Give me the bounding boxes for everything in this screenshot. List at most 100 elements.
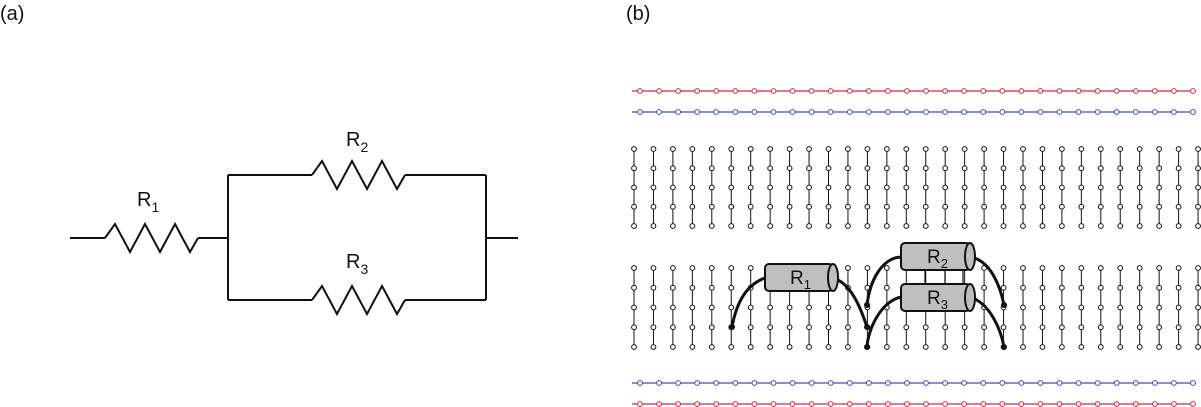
terminal-hole bbox=[708, 165, 715, 172]
terminal-column bbox=[650, 265, 657, 350]
terminal-hole bbox=[767, 165, 774, 172]
terminal-hole bbox=[922, 146, 929, 152]
terminal-hole bbox=[1059, 223, 1065, 229]
bb-label-r2-letter: R bbox=[927, 247, 941, 268]
terminal-hole bbox=[1117, 344, 1124, 350]
terminal-hole bbox=[922, 223, 929, 229]
terminal-hole bbox=[631, 184, 637, 191]
terminal-hole bbox=[942, 324, 949, 331]
terminal-hole bbox=[728, 223, 735, 229]
rail-hole bbox=[789, 401, 796, 407]
terminal-hole bbox=[942, 146, 949, 152]
schematic-resistor-r1 bbox=[104, 221, 199, 255]
terminal-column bbox=[631, 146, 637, 229]
rail-hole bbox=[1113, 88, 1120, 94]
terminal-hole bbox=[689, 344, 696, 350]
terminal-hole bbox=[650, 203, 657, 210]
terminal-hole bbox=[747, 324, 754, 331]
bb-label-r3: R3 bbox=[927, 288, 948, 312]
terminal-hole bbox=[786, 165, 793, 172]
terminal-hole bbox=[1078, 324, 1085, 331]
terminal-hole bbox=[767, 324, 774, 331]
terminal-hole bbox=[650, 165, 657, 172]
rail-hole bbox=[980, 88, 987, 94]
terminal-column bbox=[1020, 265, 1026, 350]
terminal-hole bbox=[1136, 165, 1143, 172]
terminal-hole bbox=[981, 203, 987, 210]
rail-hole bbox=[694, 401, 701, 407]
terminal-hole bbox=[806, 165, 812, 172]
terminal-hole bbox=[981, 184, 987, 191]
terminal-hole bbox=[1000, 184, 1007, 191]
terminal-hole bbox=[747, 223, 754, 229]
terminal-hole bbox=[922, 324, 929, 331]
rail-hole bbox=[770, 109, 777, 115]
rail-hole bbox=[1113, 109, 1120, 115]
terminal-column bbox=[1097, 265, 1104, 350]
rail-hole bbox=[980, 380, 987, 386]
rail-hole bbox=[789, 109, 796, 115]
terminal-hole bbox=[631, 223, 637, 229]
terminal-column bbox=[1097, 146, 1104, 229]
rail-hole bbox=[1018, 109, 1025, 115]
rail-hole bbox=[884, 88, 891, 94]
terminal-hole bbox=[1097, 203, 1104, 210]
rail-hole bbox=[732, 88, 739, 94]
lead-r2-left bbox=[865, 255, 903, 307]
terminal-hole bbox=[903, 223, 910, 229]
terminal-hole bbox=[631, 165, 637, 172]
terminal-hole bbox=[747, 146, 754, 152]
terminal-hole bbox=[747, 265, 754, 271]
rail-hole bbox=[980, 401, 987, 407]
terminal-hole bbox=[942, 344, 949, 350]
terminal-hole bbox=[708, 223, 715, 229]
lead-endpoints bbox=[729, 302, 1007, 350]
rail-hole bbox=[770, 401, 777, 407]
rail-hole bbox=[808, 401, 815, 407]
terminal-hole bbox=[689, 146, 696, 152]
rail-hole bbox=[923, 88, 929, 94]
terminal-hole bbox=[728, 165, 735, 172]
bb-label-r1-index: 1 bbox=[804, 277, 811, 292]
terminal-hole bbox=[1156, 146, 1163, 152]
bottom-negative-rail bbox=[632, 380, 1196, 386]
rail-hole bbox=[1113, 380, 1120, 386]
rail-hole bbox=[1132, 88, 1139, 94]
terminal-column bbox=[747, 265, 754, 350]
terminal-hole bbox=[1039, 344, 1046, 350]
lead-endpoint bbox=[1001, 344, 1007, 350]
terminal-hole bbox=[728, 203, 735, 210]
terminal-column bbox=[1039, 265, 1046, 350]
terminal-hole bbox=[728, 284, 735, 291]
rail-hole bbox=[656, 401, 662, 407]
rail-hole bbox=[1056, 401, 1063, 407]
terminal-hole bbox=[650, 344, 657, 350]
terminal-hole bbox=[864, 184, 871, 191]
rail-hole bbox=[1037, 109, 1044, 115]
terminal-hole bbox=[1078, 304, 1085, 311]
terminal-hole bbox=[1156, 324, 1163, 331]
terminal-hole bbox=[1175, 203, 1182, 210]
terminal-column bbox=[981, 146, 987, 229]
terminal-hole bbox=[845, 265, 851, 271]
terminal-hole bbox=[767, 146, 774, 152]
terminal-hole bbox=[806, 184, 812, 191]
rail-hole bbox=[1151, 380, 1158, 386]
terminal-hole bbox=[670, 165, 676, 172]
terminal-hole bbox=[806, 324, 812, 331]
terminal-hole bbox=[708, 344, 715, 350]
rail-hole bbox=[1094, 88, 1101, 94]
rail-hole bbox=[1037, 401, 1044, 407]
bb-label-r3-index: 3 bbox=[941, 297, 948, 312]
terminal-hole bbox=[1156, 265, 1163, 271]
terminal-hole bbox=[1059, 184, 1065, 191]
terminal-hole bbox=[961, 165, 968, 172]
terminal-hole bbox=[1117, 265, 1124, 271]
terminal-hole bbox=[1039, 184, 1046, 191]
rail-hole bbox=[923, 380, 929, 386]
terminal-hole bbox=[1000, 223, 1007, 229]
rail-hole bbox=[1075, 401, 1082, 407]
rail-hole bbox=[1190, 109, 1196, 115]
terminal-column bbox=[1059, 265, 1065, 350]
rail-hole bbox=[732, 401, 739, 407]
